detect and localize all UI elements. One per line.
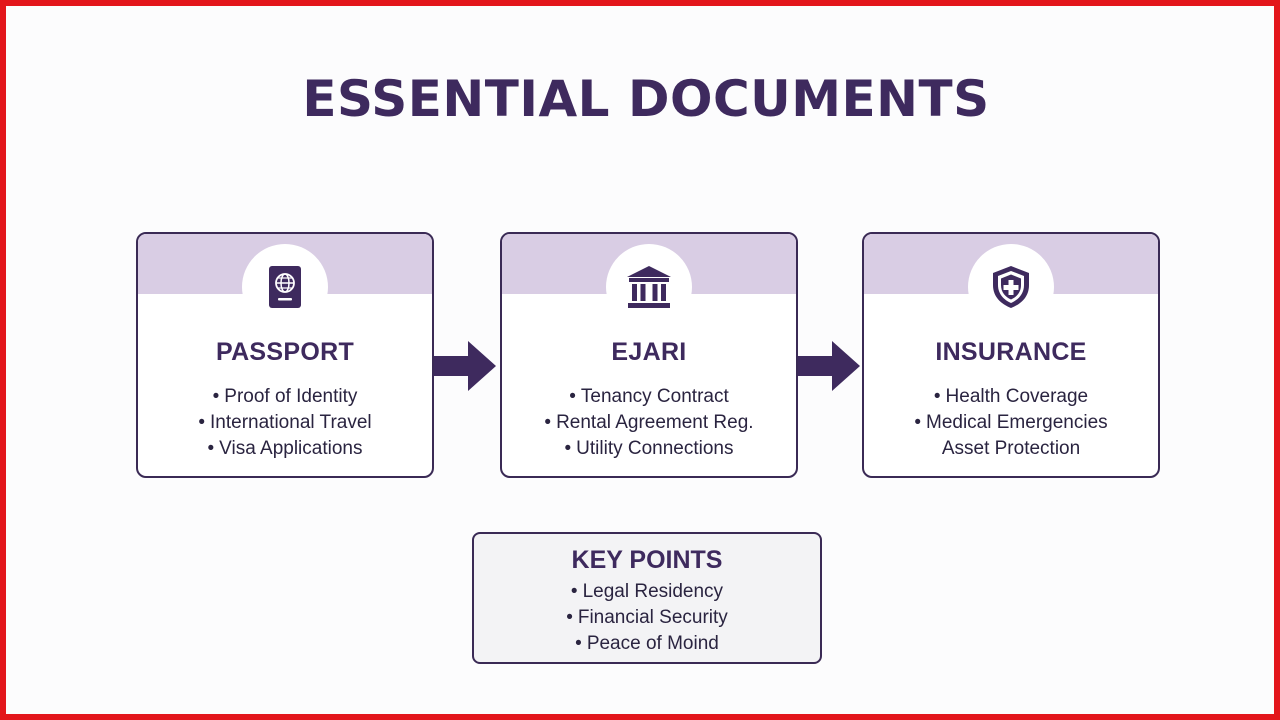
list-item: •Utility Connections [564, 438, 734, 459]
key-points-list: •Legal Residency •Financial Security •Pe… [474, 579, 820, 657]
list-item: •Financial Security [566, 607, 728, 628]
card-list: •Health Coverage •Medical Emergencies As… [864, 384, 1158, 462]
list-item: •Health Coverage [933, 386, 1089, 407]
key-points-box: KEY POINTS •Legal Residency •Financial S… [472, 532, 822, 664]
list-item: •Visa Applications [207, 438, 363, 459]
list-item: •International Travel [198, 412, 372, 433]
icon-badge [242, 244, 328, 330]
card-list: •Proof of Identity •International Travel… [138, 384, 432, 462]
list-item: •Proof of Identity [212, 386, 358, 407]
card-title: INSURANCE [935, 338, 1087, 366]
list-item: •Peace of Moind [575, 633, 719, 654]
insurance-card: INSURANCE •Health Coverage •Medical Emer… [862, 232, 1160, 478]
key-points-title: KEY POINTS [571, 546, 723, 574]
list-item: •Rental Agreement Reg. [544, 412, 754, 433]
arrow-right-icon [798, 341, 860, 391]
shield-plus-icon [993, 266, 1029, 308]
ejari-card: EJARI •Tenancy Contract •Rental Agreemen… [500, 232, 798, 478]
card-title: EJARI [611, 338, 687, 366]
icon-badge [606, 244, 692, 330]
page-title: ESSENTIAL DOCUMENTS [302, 70, 990, 128]
icon-badge [968, 244, 1054, 330]
card-list: •Tenancy Contract •Rental Agreement Reg.… [502, 384, 796, 462]
arrow-right-icon [434, 341, 496, 391]
passport-icon [269, 266, 301, 308]
card-title: PASSPORT [215, 338, 355, 366]
list-item: Asset Protection [941, 438, 1081, 459]
passport-card: PASSPORT •Proof of Identity •Internation… [136, 232, 434, 478]
bank-building-icon [627, 266, 671, 308]
list-item: •Tenancy Contract [569, 386, 729, 407]
list-item: •Legal Residency [570, 581, 724, 602]
list-item: •Medical Emergencies [914, 412, 1108, 433]
